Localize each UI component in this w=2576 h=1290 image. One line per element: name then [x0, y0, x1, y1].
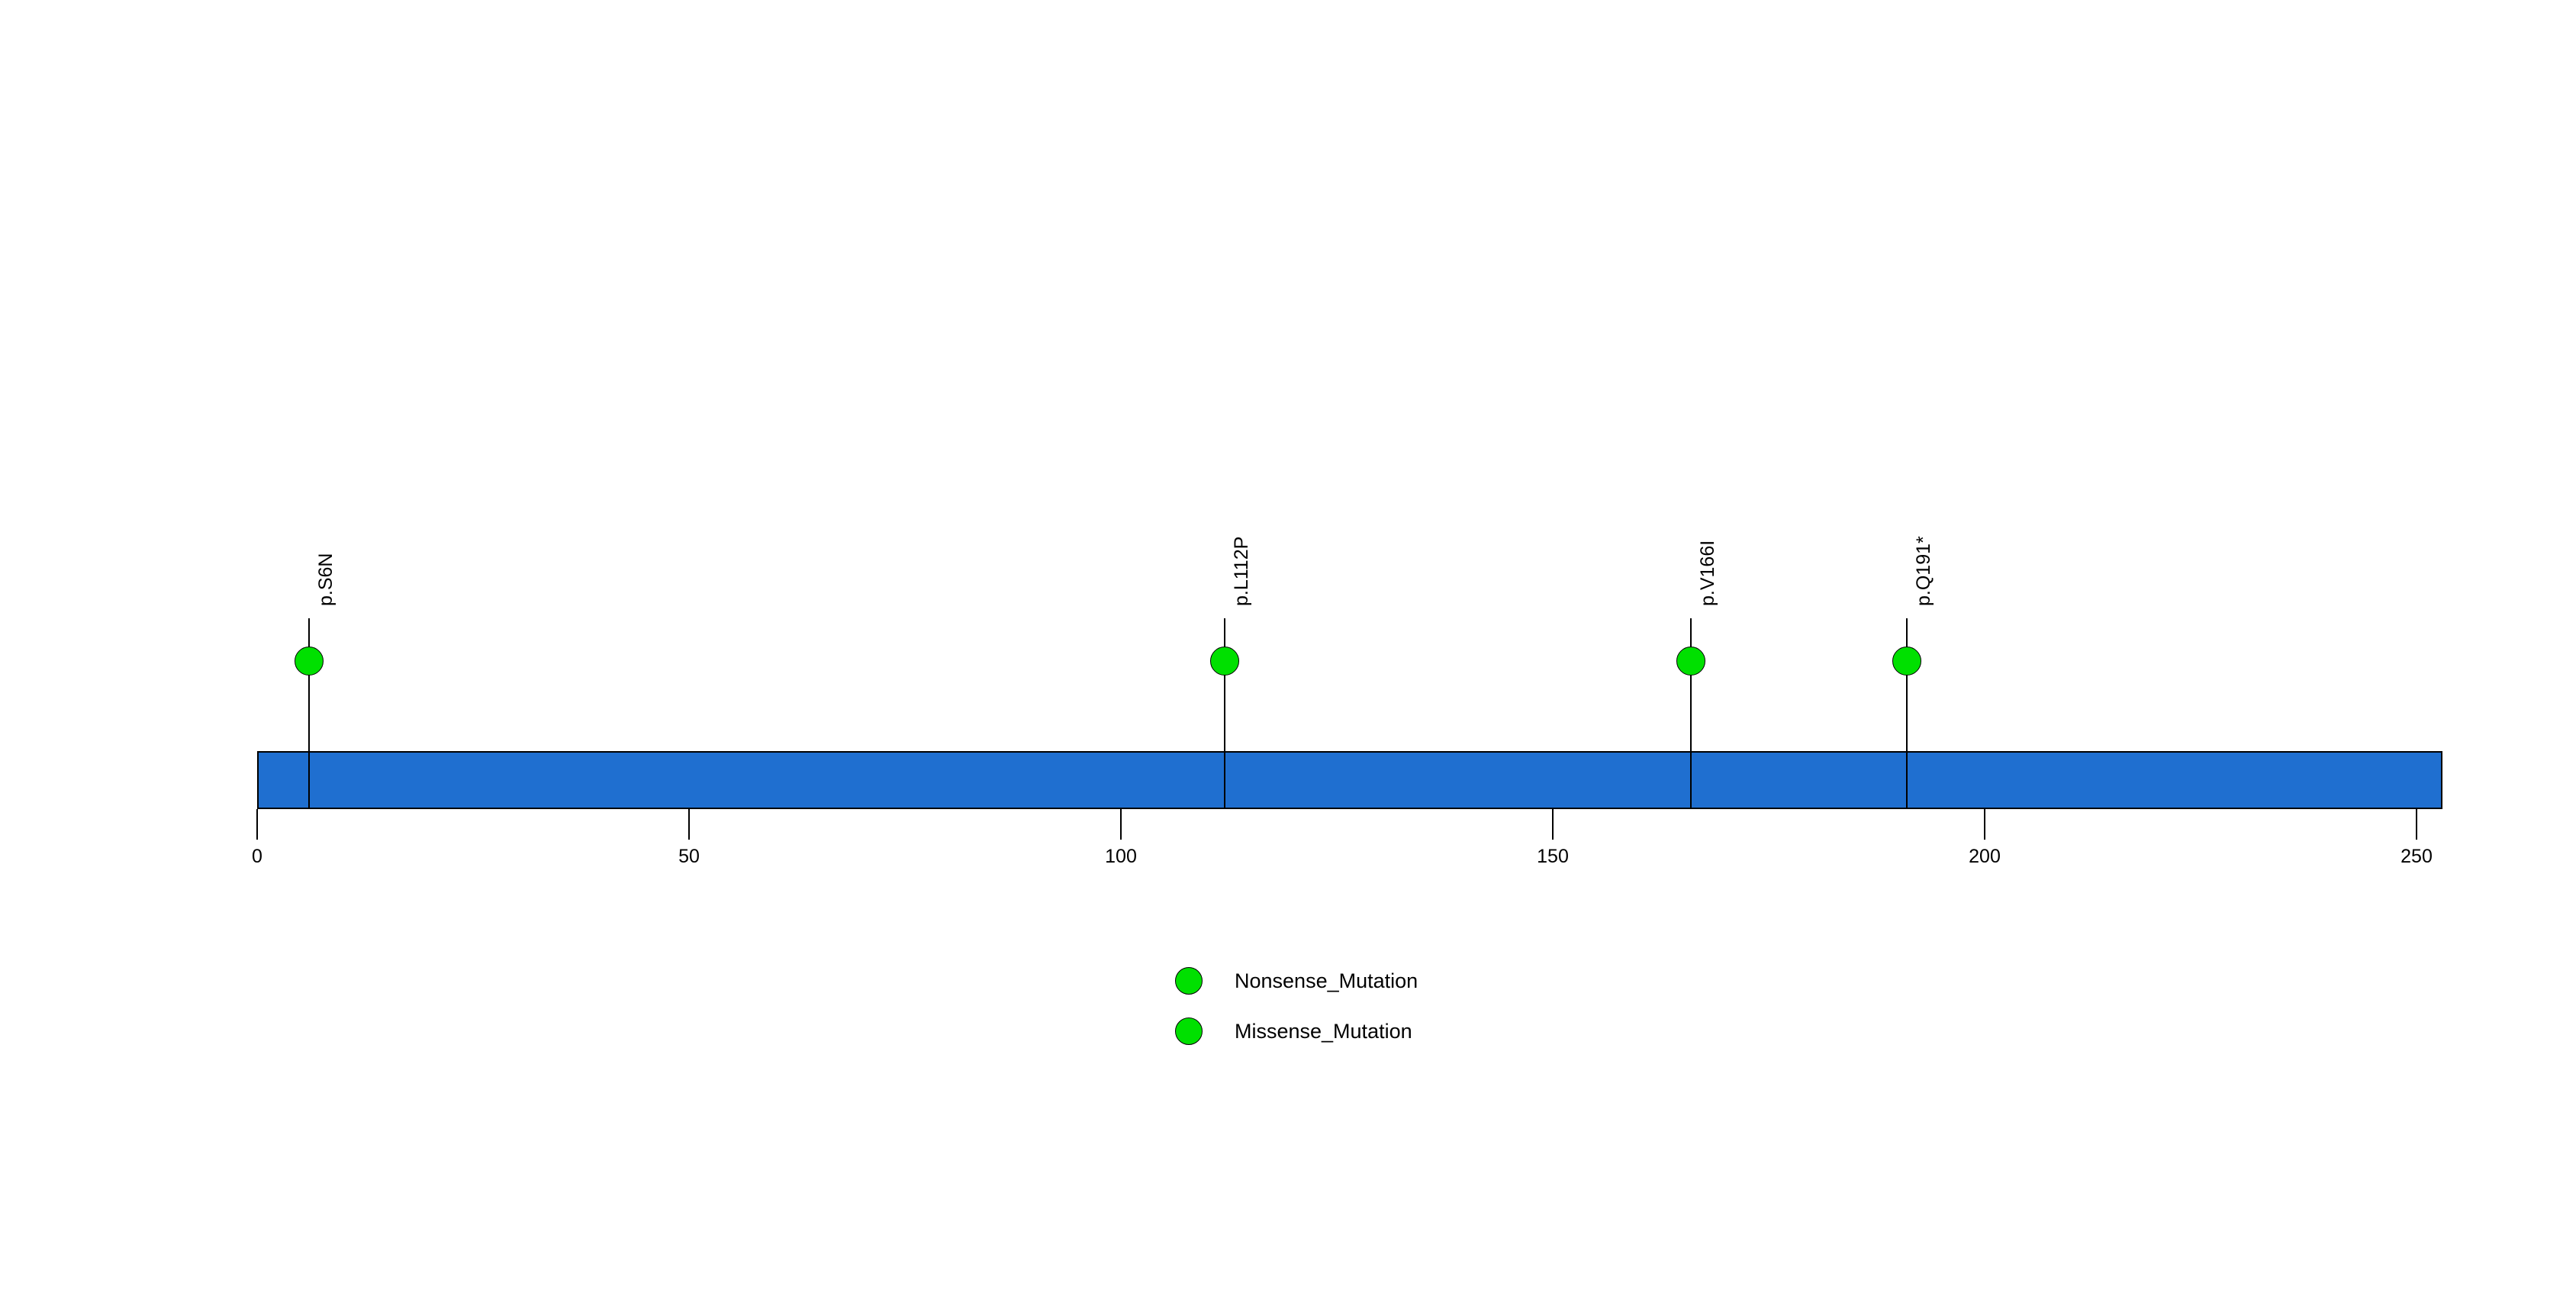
- x-axis-tick: [1984, 809, 1985, 840]
- lollipop-stem: [1906, 618, 1908, 809]
- x-axis-tick-label: 50: [678, 846, 700, 867]
- lollipop-label-p.L112P: p.L112P: [1230, 536, 1252, 606]
- lollipop-head-p.V166I[interactable]: [1676, 647, 1706, 676]
- legend-item-label: Missense_Mutation: [1235, 1020, 1412, 1043]
- lollipop-stem: [1223, 618, 1225, 809]
- lollipop-label-p.Q191*: p.Q191*: [1913, 536, 1935, 606]
- x-axis-tick: [1120, 809, 1122, 840]
- x-axis-tick-label: 0: [252, 846, 262, 867]
- legend-item-label: Nonsense_Mutation: [1235, 969, 1418, 992]
- x-axis-tick-label: 100: [1105, 846, 1137, 867]
- x-axis-tick: [1552, 809, 1554, 840]
- lollipop-stem: [1690, 618, 1692, 809]
- x-axis-tick: [688, 809, 690, 840]
- lollipop-stem: [308, 618, 310, 809]
- lollipop-label-p.S6N: p.S6N: [314, 553, 336, 606]
- lollipop-head-p.L112P[interactable]: [1209, 647, 1239, 676]
- legend-circle-icon: [1175, 1017, 1203, 1045]
- x-axis-tick-label: 200: [1969, 846, 2001, 867]
- protein-backbone-bar: [257, 751, 2442, 809]
- legend-circle-icon: [1175, 967, 1203, 995]
- x-axis-tick-label: 250: [2401, 846, 2433, 867]
- lollipop-head-p.S6N[interactable]: [294, 647, 324, 676]
- lollipop-label-p.V166I: p.V166I: [1697, 540, 1719, 606]
- lollipop-head-p.Q191*[interactable]: [1892, 647, 1922, 676]
- x-axis-tick: [256, 809, 258, 840]
- x-axis-tick-label: 150: [1537, 846, 1569, 867]
- x-axis-tick: [2416, 809, 2417, 840]
